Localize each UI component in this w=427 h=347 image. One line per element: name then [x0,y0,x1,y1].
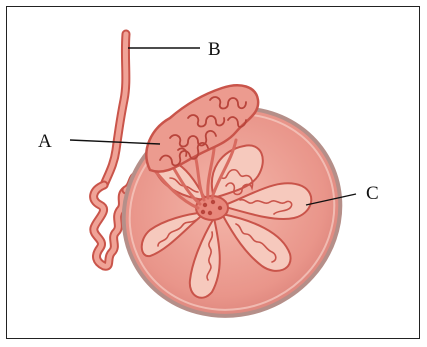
label-a: A [38,131,52,152]
label-b: B [208,39,221,60]
vas-deferens [104,34,126,185]
label-c: C [366,183,379,204]
rete-testis [196,196,228,220]
